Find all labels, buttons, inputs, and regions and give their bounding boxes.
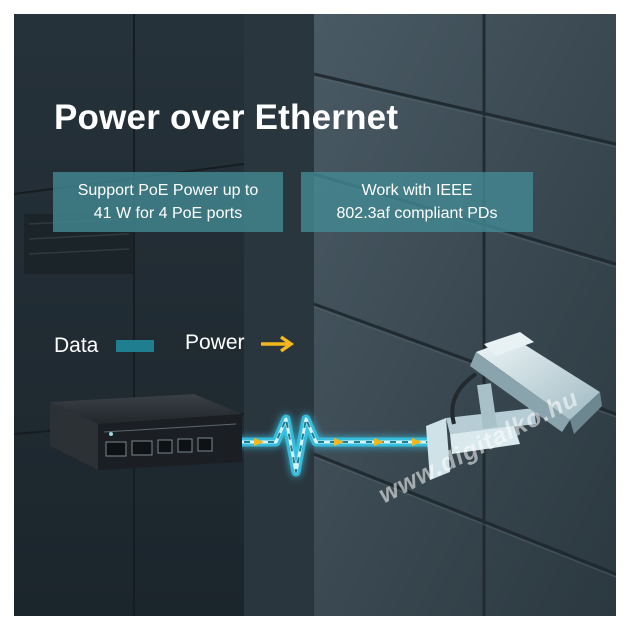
legend-data-label: Data: [54, 334, 99, 357]
feature-box-ieee-compliance: Work with IEEE 802.3af compliant PDs: [301, 172, 533, 232]
power-arrow-icon: [261, 335, 295, 353]
poe-switch: [50, 394, 242, 470]
product-banner: Power over Ethernet Support PoE Power up…: [14, 14, 616, 616]
security-camera: [426, 332, 602, 480]
feature-text-line: Work with IEEE: [361, 182, 473, 199]
feature-box-poe-power: Support PoE Power up to 41 W for 4 PoE p…: [53, 172, 283, 232]
page-title: Power over Ethernet: [54, 98, 399, 137]
feature-text-line: Support PoE Power up to: [77, 182, 259, 199]
legend-power-label: Power: [185, 331, 245, 354]
feature-text-line: 41 W for 4 PoE ports: [93, 205, 243, 222]
legend-data-swatch: [116, 340, 154, 352]
background-illustration: [14, 14, 616, 616]
feature-text-line: 802.3af compliant PDs: [336, 205, 498, 222]
